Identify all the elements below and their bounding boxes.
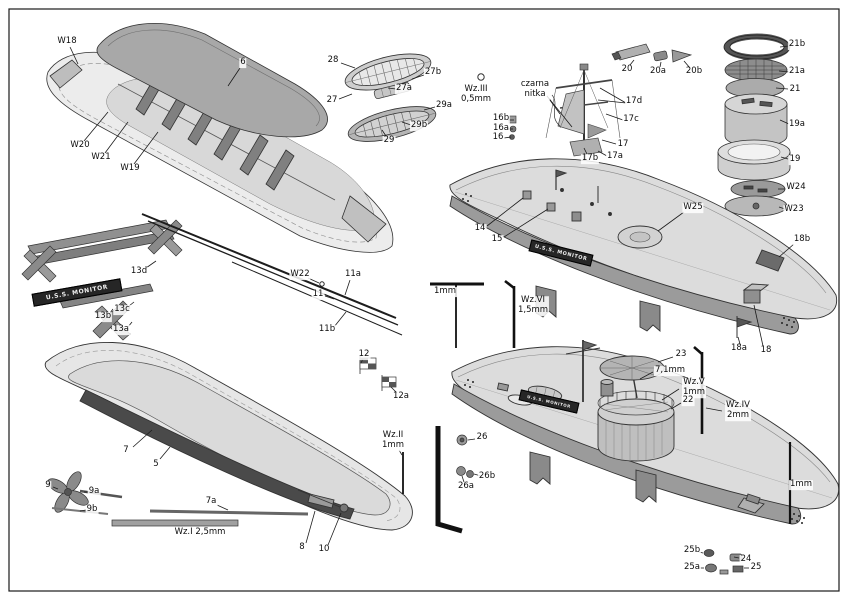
bow-detail-dots xyxy=(462,193,472,202)
turret-top-parts-stack xyxy=(717,33,791,217)
hull-bottom-view xyxy=(44,341,413,531)
lower-ship-assembled xyxy=(451,340,840,525)
stern-grating-dots xyxy=(781,317,795,328)
stern-grating-dots-2 xyxy=(791,513,805,524)
small-fittings xyxy=(456,434,744,575)
ships-boat-28 xyxy=(344,53,432,91)
wire-gauges xyxy=(402,73,792,534)
bow-detail-dots-2 xyxy=(464,379,474,388)
funnel-parts-20 xyxy=(611,43,693,63)
hull-frame-assembly xyxy=(46,23,394,253)
